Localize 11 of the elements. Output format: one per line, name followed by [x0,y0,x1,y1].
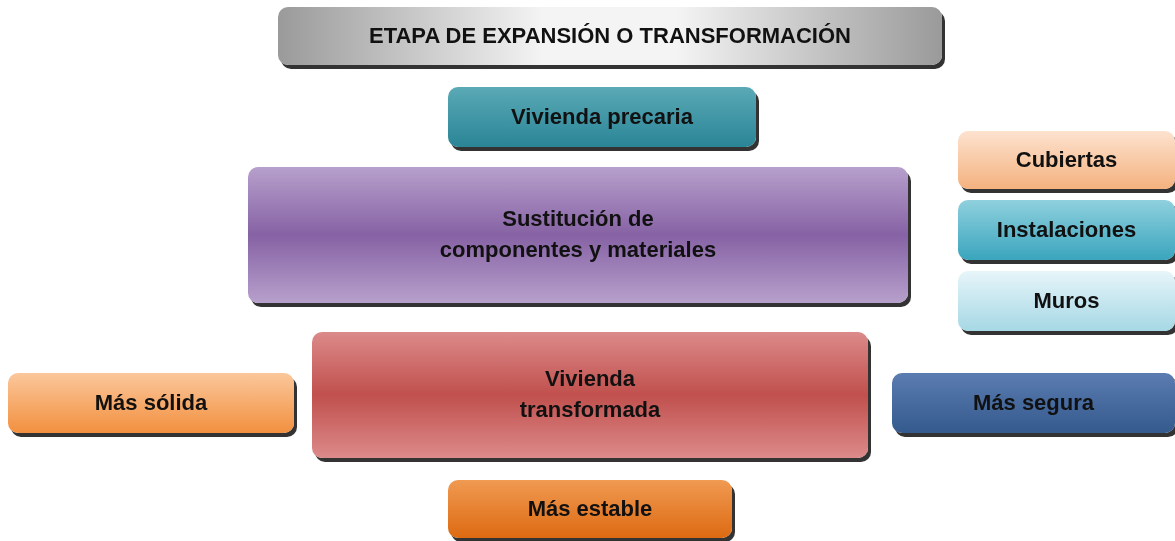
node-label: ETAPA DE EXPANSIÓN O TRANSFORMACIÓN [368,21,852,50]
node-label: Más segura [971,388,1096,417]
node-label: Vivienda precaria [510,102,694,131]
quality-box [448,480,732,538]
node-label: Más estable [526,494,654,523]
node-label: Sustitución de componentes y materiales [438,205,718,264]
node-label: Cubiertas [1014,145,1119,174]
node-label: Instalaciones [995,215,1138,244]
node-label: Más sólida [93,388,209,417]
node-label: Vivienda transformada [518,365,662,424]
node-label: Muros [1032,286,1101,315]
